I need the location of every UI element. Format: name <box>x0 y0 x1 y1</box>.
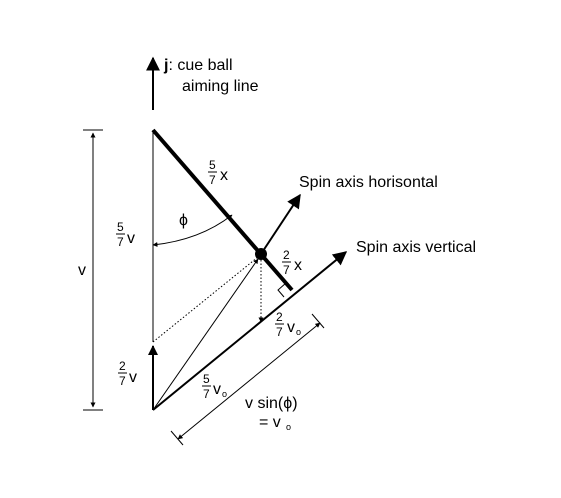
five-sevenths-vo-label: 5 7 v o <box>202 372 227 401</box>
svg-text:7: 7 <box>117 235 124 249</box>
two-sevenths-vo-label: 2 7 v o <box>275 310 301 339</box>
svg-text:x: x <box>294 257 302 274</box>
svg-text:= v: = v <box>259 414 281 431</box>
vsin-dimension-tick-top <box>311 313 325 329</box>
svg-text:5: 5 <box>209 158 216 172</box>
v-total-label: v <box>78 262 86 279</box>
svg-text:x: x <box>220 167 228 184</box>
right-angle-marker <box>277 282 287 298</box>
j-axis-label-line2: aiming line <box>182 78 259 95</box>
svg-text:7: 7 <box>119 374 126 388</box>
svg-text:5: 5 <box>203 372 210 386</box>
svg-text:7: 7 <box>203 387 210 401</box>
two-sevenths-v-label: 2 7 v <box>118 359 137 388</box>
spin-axis-horizontal-arrow <box>260 193 301 255</box>
spin-axis-horizontal-label: Spin axis horisontal <box>299 174 438 191</box>
svg-text:7: 7 <box>283 263 290 277</box>
svg-text:2: 2 <box>119 359 126 373</box>
dotted-projection-line <box>152 256 259 343</box>
spin-axis-vertical-arrow <box>152 251 348 411</box>
two-sevenths-x-label: 2 7 x <box>282 248 302 277</box>
five-sevenths-x-label: 5 7 x <box>208 158 228 187</box>
svg-text:2: 2 <box>283 248 290 262</box>
x-path-line <box>151 128 294 292</box>
svg-text:v: v <box>213 381 221 398</box>
vsin-label-line2: = v o <box>259 414 291 432</box>
svg-text:v: v <box>127 230 135 247</box>
svg-text:5: 5 <box>117 220 124 234</box>
svg-text:o: o <box>296 327 301 337</box>
svg-text:v: v <box>129 369 137 386</box>
svg-text:7: 7 <box>209 173 216 187</box>
svg-text:7: 7 <box>276 325 283 339</box>
spin-axis-vertical-label: Spin axis vertical <box>356 239 476 256</box>
five-sevenths-v-label: 5 7 v <box>116 220 135 249</box>
svg-text:2: 2 <box>276 310 283 324</box>
vsin-dimension-line <box>177 322 321 440</box>
svg-text:v: v <box>287 319 295 336</box>
j-axis-label: j: cue ball <box>163 57 233 74</box>
svg-text:o: o <box>286 422 291 432</box>
phi-angle-arc <box>152 214 233 248</box>
phi-label: ϕ <box>179 212 188 229</box>
svg-text:o: o <box>222 389 227 399</box>
vsin-label-line1: v sin(ϕ) <box>245 395 298 412</box>
vsin-dimension-tick-bottom <box>170 430 184 446</box>
